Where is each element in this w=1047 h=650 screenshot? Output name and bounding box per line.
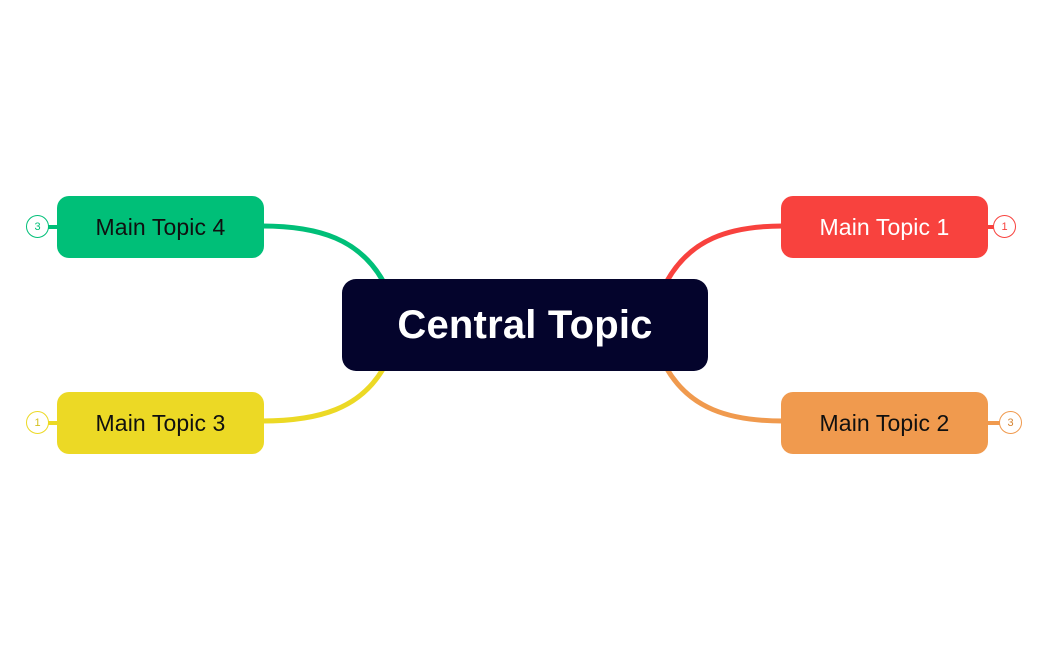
main-topic-3-badge-count: 1 (34, 416, 41, 429)
main-topic-3-badge[interactable]: 1 (26, 411, 49, 434)
main-topic-1-label: Main Topic 1 (819, 213, 950, 240)
central-topic-label: Central Topic (397, 302, 653, 347)
main-topic-4-node[interactable]: Main Topic 4 (57, 196, 264, 258)
connector-topic-1 (664, 223, 786, 284)
main-topic-3-label: Main Topic 3 (95, 409, 226, 436)
central-topic-node[interactable]: Central Topic (342, 279, 708, 371)
main-topic-4-badge-stub (48, 224, 59, 229)
connector-topic-3 (259, 366, 386, 424)
main-topic-3-node[interactable]: Main Topic 3 (57, 392, 264, 454)
main-topic-3-badge-stub (48, 420, 59, 425)
main-topic-1-badge-count: 1 (1001, 220, 1008, 233)
main-topic-1-badge[interactable]: 1 (993, 215, 1016, 238)
connector-topic-2 (664, 366, 786, 424)
main-topic-4-badge-count: 3 (34, 220, 41, 233)
main-topic-2-badge-stub (988, 420, 1000, 425)
main-topic-1-badge-stub (981, 224, 994, 229)
main-topic-4-badge[interactable]: 3 (26, 215, 49, 238)
main-topic-2-badge-count: 3 (1007, 416, 1014, 429)
main-topic-2-badge[interactable]: 3 (999, 411, 1022, 434)
main-topic-4-label: Main Topic 4 (95, 213, 226, 240)
connector-topic-4 (259, 223, 386, 284)
main-topic-2-node[interactable]: Main Topic 2 (781, 392, 988, 454)
main-topic-1-node[interactable]: Main Topic 1 (781, 196, 988, 258)
main-topic-2-label: Main Topic 2 (819, 409, 950, 436)
